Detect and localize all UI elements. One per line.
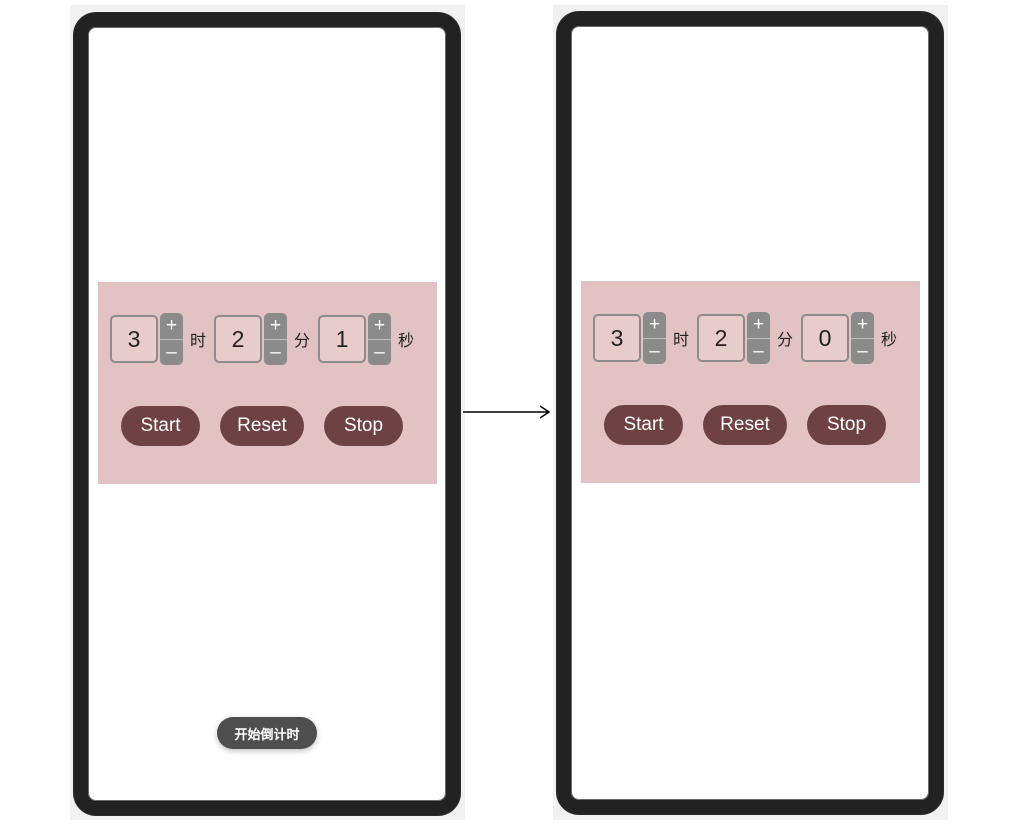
seconds-stepper: + –: [368, 313, 392, 365]
seconds-plus-button[interactable]: +: [851, 312, 875, 339]
hours-stepper: + –: [643, 312, 666, 364]
minutes-minus-button[interactable]: –: [753, 340, 764, 362]
start-button[interactable]: Start: [604, 405, 683, 445]
minutes-stepper: + –: [264, 313, 288, 365]
seconds-input[interactable]: 1: [318, 315, 367, 363]
timer-panel: 3 + – 时 2 + – 分 1: [98, 282, 437, 484]
stop-button[interactable]: Stop: [324, 406, 403, 446]
seconds-label: 秒: [881, 330, 898, 349]
minutes-input[interactable]: 2: [697, 314, 746, 362]
timer-panel: 3 + – 时 2 + – 分 0: [581, 281, 920, 483]
hours-plus-button[interactable]: +: [643, 312, 666, 339]
left-phone: 3 + – 时 2 + – 分 1: [74, 13, 460, 815]
hours-unit: 3 + – 时: [110, 313, 214, 365]
minutes-stepper: + –: [747, 312, 771, 364]
time-input-row: 3 + – 时 2 + – 分 0: [593, 311, 905, 365]
seconds-input[interactable]: 0: [801, 314, 850, 362]
minutes-unit: 2 + – 分: [214, 313, 318, 365]
seconds-unit: 1 + – 秒: [318, 313, 422, 365]
control-buttons: Start Reset Stop: [581, 405, 920, 445]
control-buttons: Start Reset Stop: [98, 406, 437, 446]
reset-button[interactable]: Reset: [220, 406, 304, 446]
time-input-row: 3 + – 时 2 + – 分 1: [110, 312, 422, 366]
seconds-stepper: + –: [851, 312, 875, 364]
hours-minus-button[interactable]: –: [649, 340, 660, 362]
seconds-plus-button[interactable]: +: [368, 313, 392, 340]
minutes-plus-button[interactable]: +: [264, 313, 288, 340]
hours-plus-button[interactable]: +: [160, 313, 183, 340]
hours-stepper: + –: [160, 313, 183, 365]
stop-button[interactable]: Stop: [807, 405, 886, 445]
minutes-plus-button[interactable]: +: [747, 312, 771, 339]
minutes-unit: 2 + – 分: [697, 312, 801, 364]
minutes-minus-button[interactable]: –: [270, 341, 281, 363]
reset-button[interactable]: Reset: [703, 405, 787, 445]
hours-minus-button[interactable]: –: [166, 341, 177, 363]
seconds-minus-button[interactable]: –: [857, 340, 868, 362]
hours-label: 时: [190, 331, 207, 350]
seconds-minus-button[interactable]: –: [374, 341, 385, 363]
seconds-label: 秒: [398, 331, 415, 350]
minutes-label: 分: [777, 330, 794, 349]
hours-input[interactable]: 3: [110, 315, 158, 363]
toast-message: 开始倒计时: [217, 717, 317, 749]
right-phone: 3 + – 时 2 + – 分 0: [557, 12, 943, 814]
start-button[interactable]: Start: [121, 406, 200, 446]
hours-unit: 3 + – 时: [593, 312, 697, 364]
minutes-input[interactable]: 2: [214, 315, 263, 363]
minutes-label: 分: [294, 331, 311, 350]
right-arrow-icon: [463, 405, 551, 419]
seconds-unit: 0 + – 秒: [801, 312, 905, 364]
hours-input[interactable]: 3: [593, 314, 641, 362]
hours-label: 时: [673, 330, 690, 349]
